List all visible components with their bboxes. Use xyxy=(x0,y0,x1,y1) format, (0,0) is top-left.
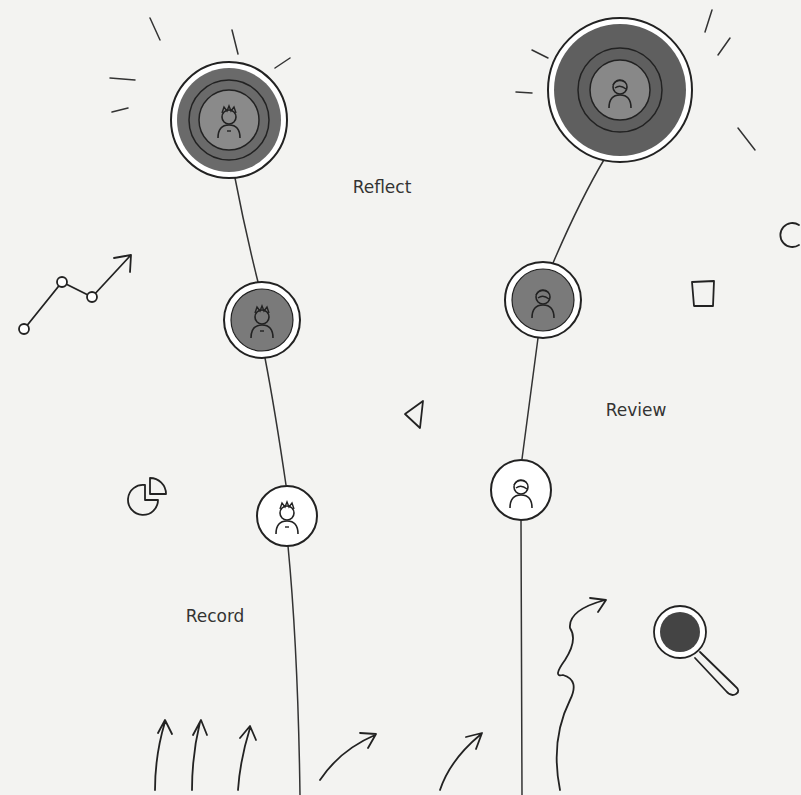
pie-chart-icon xyxy=(128,478,166,515)
growth-arrows xyxy=(155,720,482,790)
stage-label: Record xyxy=(183,605,248,627)
medium-circle-icon xyxy=(224,282,300,358)
triangle-shape xyxy=(405,401,423,428)
large-circle-icon xyxy=(171,62,287,178)
small-circle-icon xyxy=(257,486,317,546)
large-circle-icon xyxy=(548,18,692,162)
small-circle-icon xyxy=(491,460,551,520)
magnifier-icon xyxy=(654,606,738,695)
trend-arrow-icon xyxy=(19,255,131,334)
curly-arrow xyxy=(557,598,606,790)
stage-label: Review xyxy=(603,399,670,421)
square-shape xyxy=(692,281,714,306)
circle-shape xyxy=(780,223,799,247)
stage-label: Reflect xyxy=(350,176,415,198)
medium-circle-icon xyxy=(505,262,581,338)
